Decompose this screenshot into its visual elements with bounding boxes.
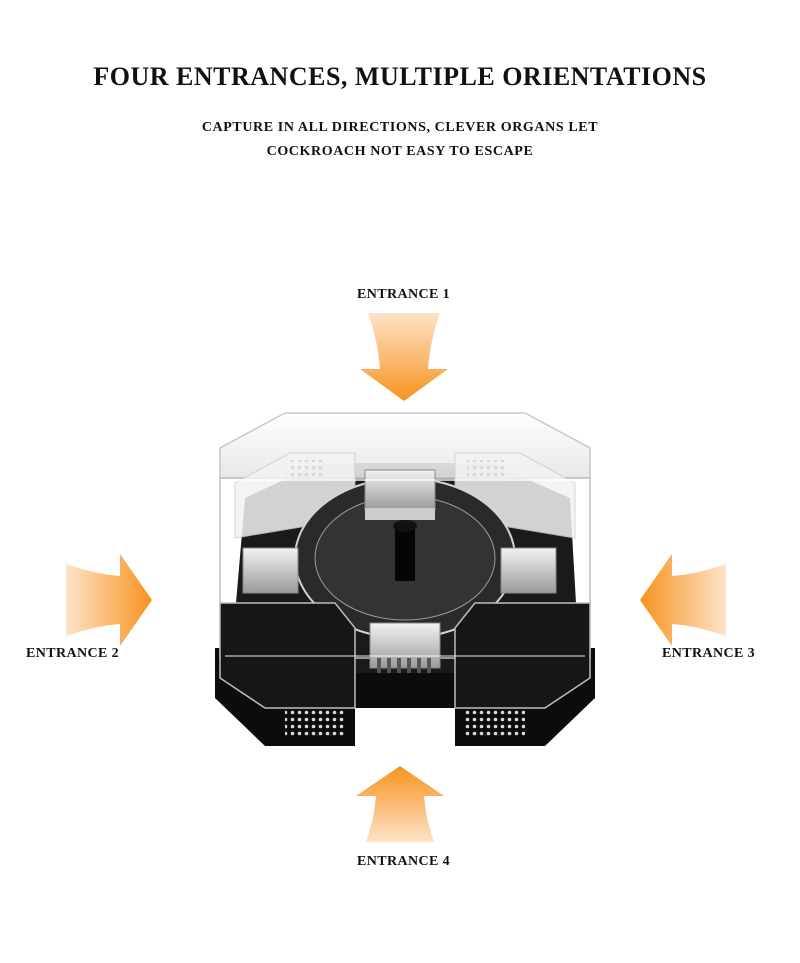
entrance-1-label: ENTRANCE 1 (357, 287, 451, 302)
subtitle-line-1: CAPTURE IN ALL DIRECTIONS, CLEVER ORGANS… (201, 120, 599, 135)
cockroach-trap-image (215, 412, 595, 746)
entrance-1-arrow-icon (360, 313, 448, 401)
entrance-4-label: ENTRANCE 4 (357, 854, 451, 869)
entrance-3-label: ENTRANCE 3 (662, 646, 756, 661)
entrance-2-label: ENTRANCE 2 (26, 646, 120, 661)
page-title: FOUR ENTRANCES, MULTIPLE ORIENTATIONS (93, 62, 707, 91)
entrance-2-arrow-icon (66, 554, 152, 646)
entrance-4-arrow-icon (356, 766, 444, 842)
entrance-3-arrow-icon (640, 554, 726, 646)
subtitle-line-2: COCKROACH NOT EASY TO ESCAPE (266, 144, 534, 159)
